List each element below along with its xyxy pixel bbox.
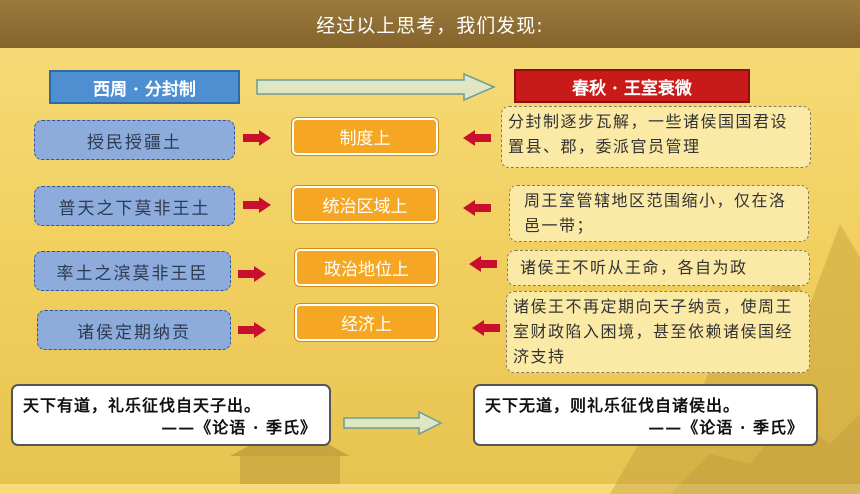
left-arrow-icon [469,256,497,272]
left-item-text: 诸侯定期纳贡 [77,322,191,343]
left-arrow-icon [463,130,491,146]
category-text: 统治区域上 [322,197,408,217]
left-item-3: 率土之滨莫非王臣 [34,251,231,291]
right-item-4: 诸侯王不再定期向天子纳贡，使周王室财政陷入困境，甚至依赖诸侯国经济支持 [506,291,810,373]
left-item-text: 率土之滨莫非王臣 [56,263,209,284]
right-item-text: 周王室管辖地区范围缩小，仅在洛邑一带； [524,191,787,235]
west-zhou-title: 西周 · 分封制 [49,70,240,104]
right-arrow-icon [243,130,271,146]
left-item-1: 授民授疆土 [34,120,235,160]
left-item-2: 普天之下莫非王土 [34,186,235,226]
category-box-1: 制度上 [292,118,438,155]
left-item-text: 普天之下莫非王土 [58,198,211,219]
right-item-3: 诸侯王不听从王命，各自为政 [507,250,810,286]
right-item-text: 诸侯王不听从王命，各自为政 [520,258,748,277]
right-item-1: 分封制逐步瓦解，一些诸侯国国君设置县、郡，委派官员管理 [501,106,811,168]
spring-autumn-title: 春秋 · 王室衰微 [514,69,750,103]
quote-text: 天下无道，则礼乐征伐自诸侯出。 [485,396,741,415]
quote-source: ——《论语 · 季氏》 [161,418,317,437]
transition-arrow-icon [256,73,496,101]
category-box-4: 经济上 [295,304,438,341]
header-title: 经过以上思考，我们发现: [316,14,544,37]
left-arrow-icon [472,320,500,336]
quote-right: 天下无道，则礼乐征伐自诸侯出。 ——《论语 · 季氏》 [473,384,818,446]
left-item-text: 授民授疆土 [87,132,182,153]
header-bar: 经过以上思考，我们发现: [0,0,860,48]
right-arrow-icon [238,266,266,282]
right-item-text: 诸侯王不再定期向天子纳贡，使周王室财政陷入困境，甚至依赖诸侯国经济支持 [513,297,794,366]
category-text: 制度上 [339,129,391,149]
quote-source: ——《论语 · 季氏》 [648,418,804,437]
category-box-2: 统治区域上 [292,186,438,223]
left-arrow-icon [463,200,491,216]
category-box-3: 政治地位上 [295,249,438,286]
category-text: 经济上 [341,315,392,335]
right-item-text: 分封制逐步瓦解，一些诸侯国国君设置县、郡，委派官员管理 [508,112,789,156]
left-item-4: 诸侯定期纳贡 [37,310,231,350]
right-item-2: 周王室管辖地区范围缩小，仅在洛邑一带； [509,185,809,242]
category-text: 政治地位上 [324,260,409,280]
quote-left: 天下有道，礼乐征伐自天子出。 ——《论语 · 季氏》 [11,384,331,446]
right-arrow-icon [243,197,271,213]
right-arrow-icon [238,322,266,338]
quote-text: 天下有道，礼乐征伐自天子出。 [23,396,262,415]
transition-arrow-icon [343,411,443,435]
